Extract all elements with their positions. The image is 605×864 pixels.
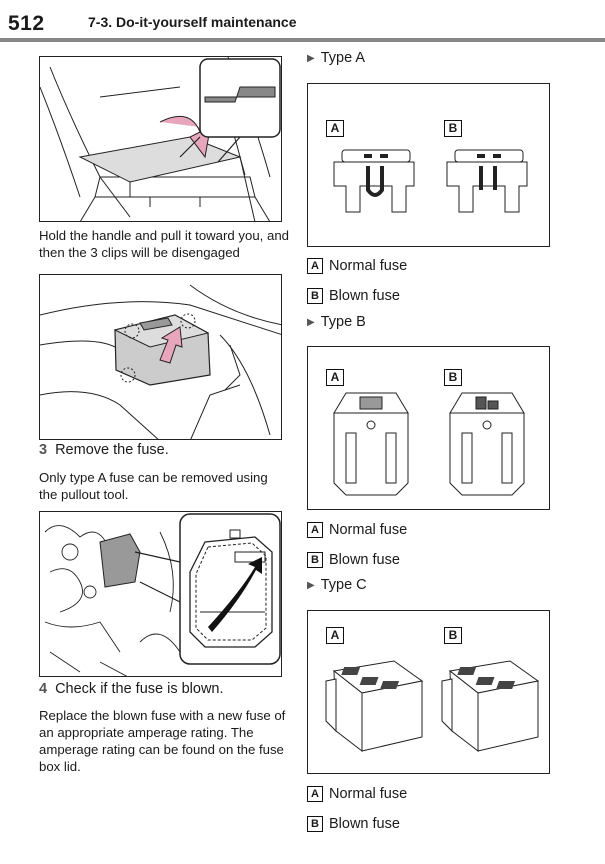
type-c-heading: ▶ Type C	[307, 577, 367, 593]
legend-b-text: Blown fuse	[329, 552, 400, 568]
type-b-legend-a: A Normal fuse	[307, 522, 407, 538]
legend-box-b: B	[307, 552, 323, 568]
engine-bay-illustration	[39, 511, 282, 677]
type-b-figure: A B	[307, 346, 550, 510]
legend-a-text: Normal fuse	[329, 786, 408, 802]
type-c-label-a: A	[326, 627, 344, 644]
normal-cartridge-fuse-icon	[333, 392, 409, 496]
legend-box-b: B	[307, 816, 323, 832]
trunk-illustration	[39, 56, 282, 222]
type-c-heading-text: Type C	[320, 577, 367, 593]
type-b-label-a: A	[326, 369, 344, 386]
type-a-heading: ▶ Type A	[307, 50, 365, 66]
type-a-label-a: A	[326, 120, 344, 137]
legend-b-text: Blown fuse	[329, 288, 400, 304]
type-a-heading-text: Type A	[320, 50, 366, 66]
type-b-legend-b: B Blown fuse	[307, 552, 400, 568]
header-rule	[0, 38, 605, 42]
type-c-legend-b: B Blown fuse	[307, 816, 400, 832]
type-a-legend-a: A Normal fuse	[307, 258, 407, 274]
blown-blade-fuse-icon	[446, 149, 528, 213]
triangle-right-icon: ▶	[307, 53, 315, 64]
step-3: 3 Remove the fuse.	[39, 442, 169, 458]
step-4-number: 4	[39, 681, 48, 697]
legend-a-text: Normal fuse	[329, 522, 408, 538]
type-a-figure: A B	[307, 83, 550, 247]
legend-b-text: Blown fuse	[329, 816, 400, 832]
step-4: 4 Check if the fuse is blown.	[39, 681, 224, 697]
normal-block-fuse-icon	[325, 660, 424, 753]
type-a-legend-b: B Blown fuse	[307, 288, 400, 304]
normal-blade-fuse-icon	[333, 149, 415, 213]
legend-box-a: A	[307, 522, 323, 538]
type-c-legend-a: A Normal fuse	[307, 786, 407, 802]
step-3-number: 3	[39, 442, 48, 458]
fig1-caption: Hold the handle and pull it toward you, …	[39, 228, 290, 260]
fuse-box-illustration	[39, 274, 282, 440]
type-a-label-b: B	[444, 120, 462, 137]
step-4-note: Replace the blown fuse with a new fuse o…	[39, 708, 286, 774]
section-title: 7-3. Do-it-yourself maintenance	[88, 14, 297, 30]
triangle-right-icon: ▶	[307, 580, 315, 591]
legend-box-a: A	[307, 786, 323, 802]
type-b-heading-text: Type B	[320, 314, 366, 330]
type-b-label-b: B	[444, 369, 462, 386]
type-b-heading: ▶ Type B	[307, 314, 366, 330]
type-c-figure: A B	[307, 610, 550, 774]
triangle-right-icon: ▶	[307, 317, 315, 328]
blown-block-fuse-icon	[441, 660, 540, 753]
legend-box-b: B	[307, 288, 323, 304]
page-number: 512	[8, 12, 45, 35]
step-3-note: Only type A fuse can be removed using th…	[39, 470, 268, 502]
legend-box-a: A	[307, 258, 323, 274]
legend-a-text: Normal fuse	[329, 258, 408, 274]
blown-cartridge-fuse-icon	[449, 392, 525, 496]
step-4-text: Check if the fuse is blown.	[55, 681, 224, 697]
step-3-text: Remove the fuse.	[55, 442, 169, 458]
type-c-label-b: B	[444, 627, 462, 644]
